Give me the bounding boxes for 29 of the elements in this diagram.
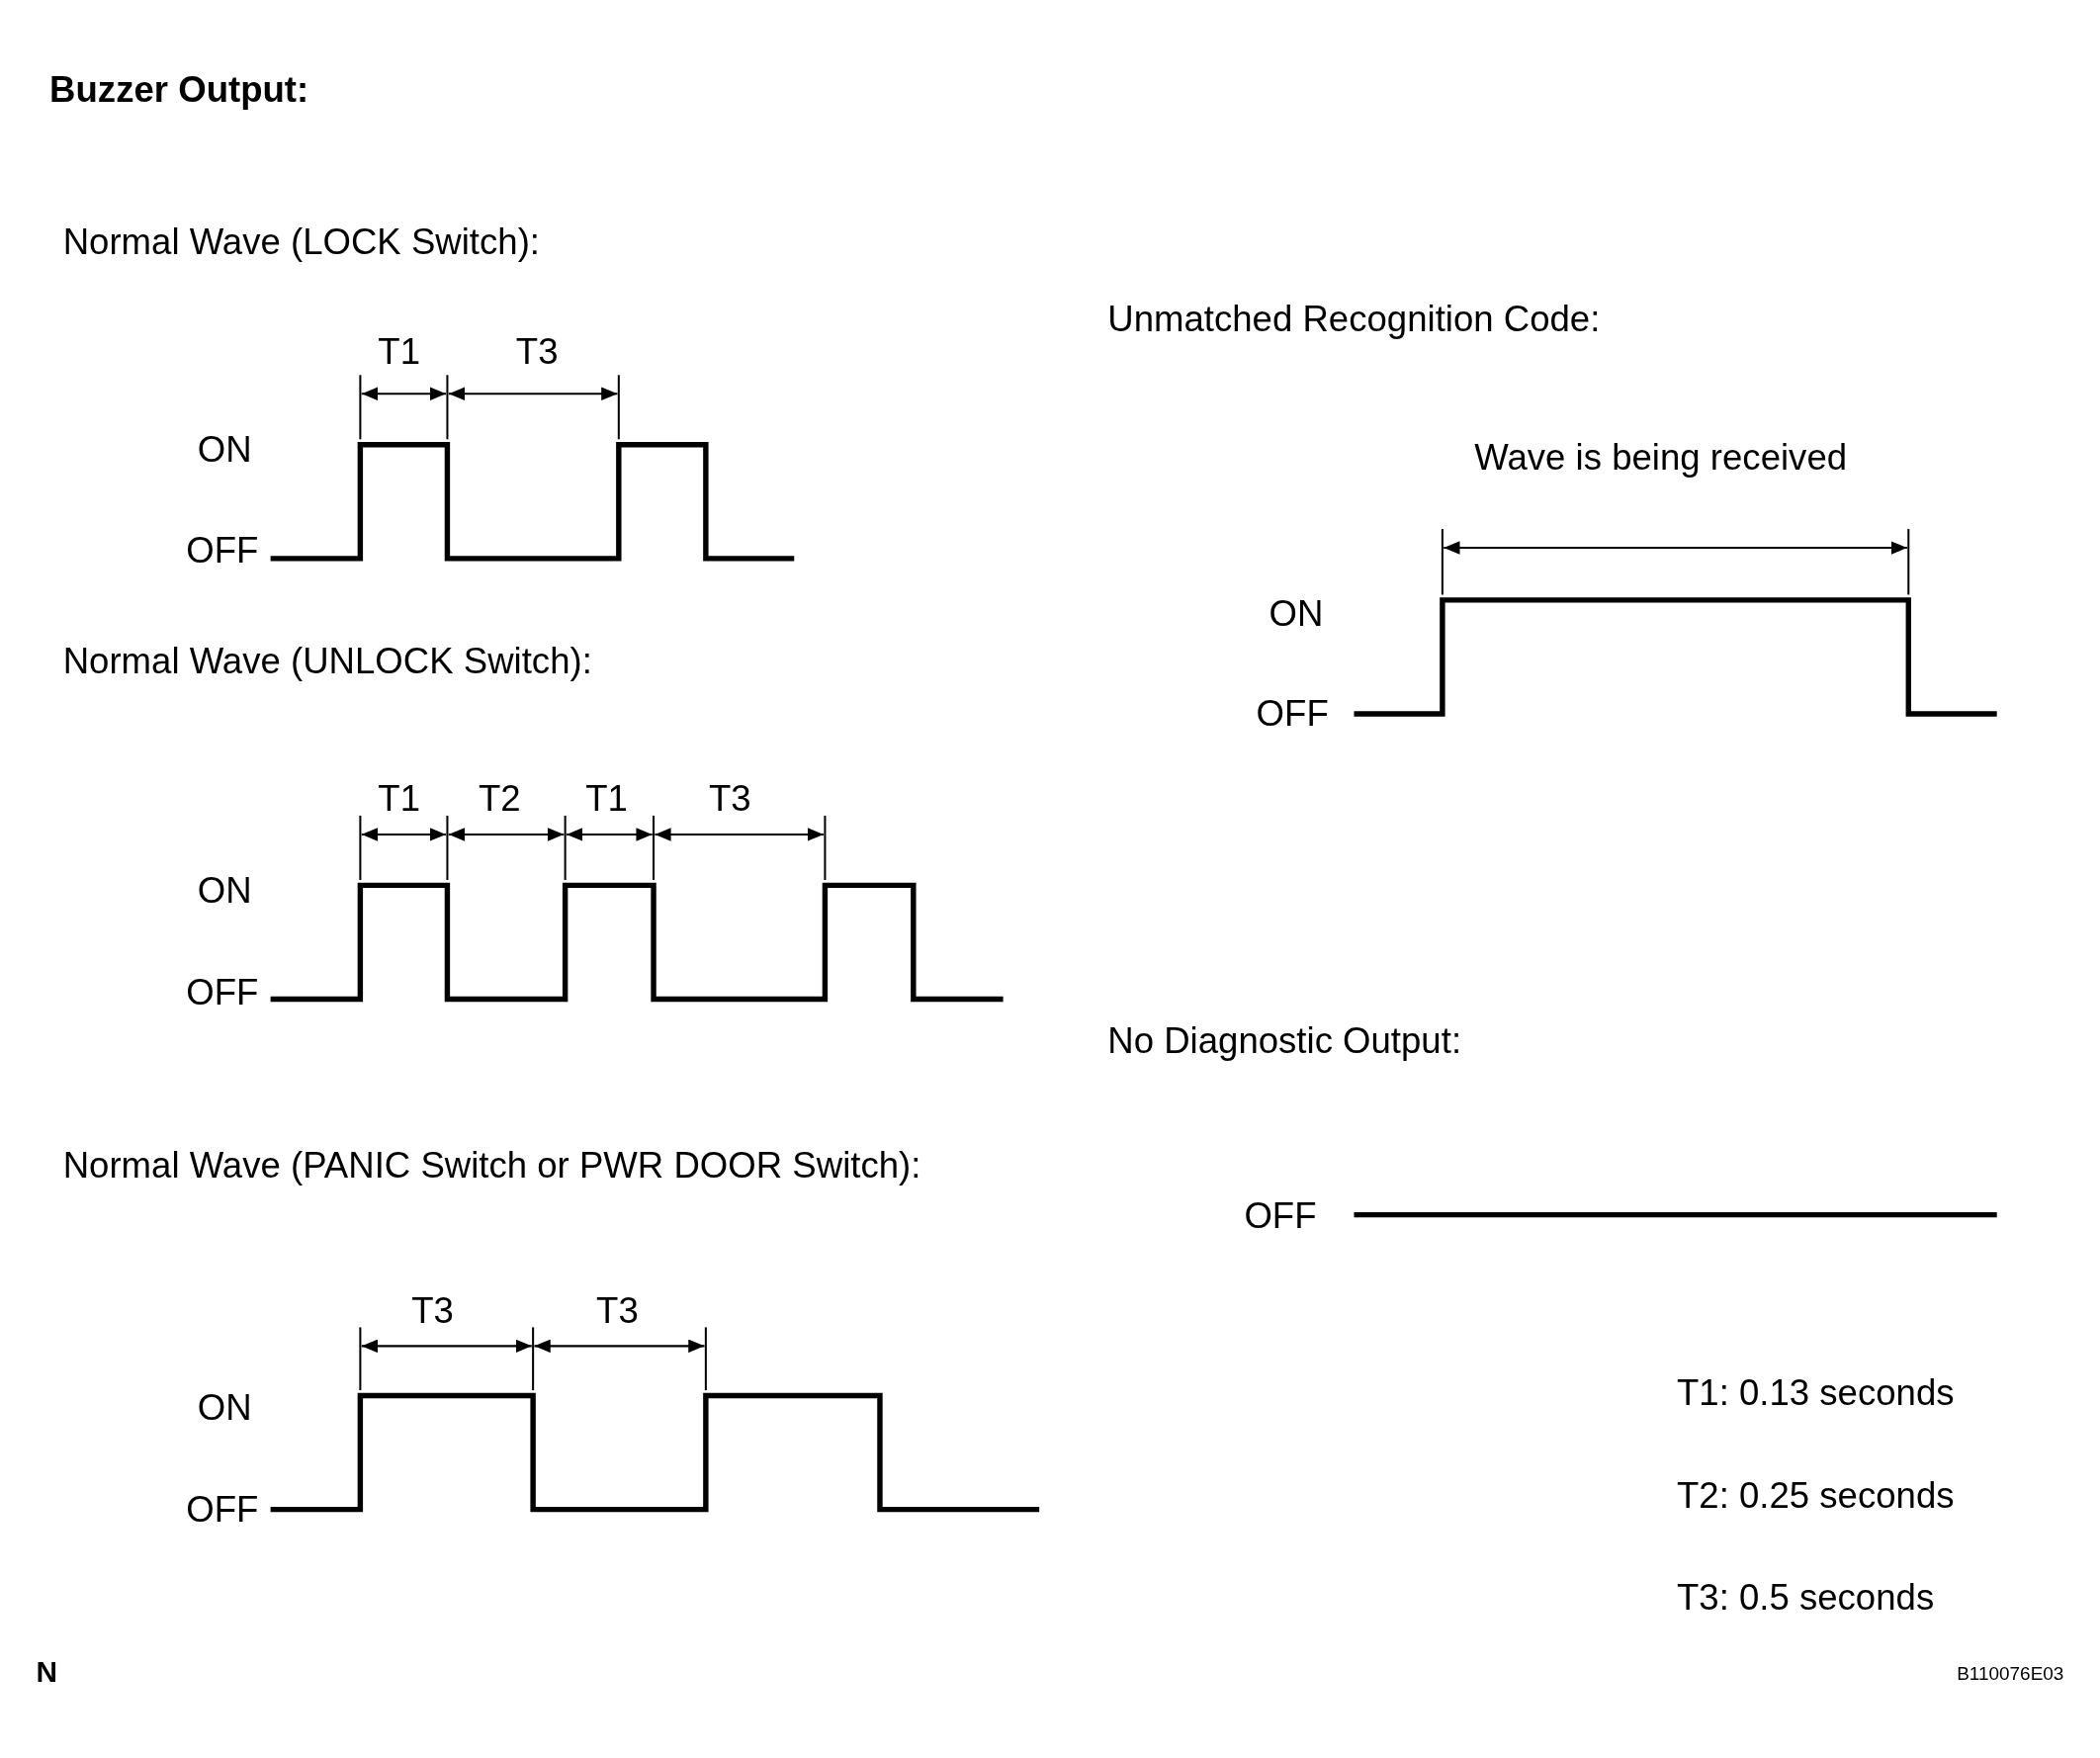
level-label: ON (197, 429, 252, 471)
time-label: T3 (515, 331, 559, 373)
level-label: ON (197, 1387, 252, 1428)
corner-mark: N (36, 1654, 58, 1692)
level-label: OFF (1256, 693, 1329, 735)
time-label: T1 (378, 331, 420, 373)
time-definition: T1: 0.13 seconds (1676, 1372, 1955, 1414)
time-definition: T2: 0.25 seconds (1676, 1475, 1955, 1517)
dimension-label: Wave is being received (1474, 437, 1848, 479)
time-label: T1 (585, 778, 628, 819)
time-label: T1 (378, 778, 420, 819)
time-definition: T3: 0.5 seconds (1676, 1577, 1935, 1619)
time-label: T3 (596, 1290, 639, 1332)
time-label: T2 (478, 778, 521, 819)
level-label: OFF (186, 530, 259, 571)
section-heading: Normal Wave (PANIC Switch or PWR DOOR Switch): (62, 1145, 921, 1186)
time-label: T3 (708, 778, 751, 819)
section-heading: Unmatched Recognition Code: (1107, 299, 1601, 339)
section-heading: No Diagnostic Output: (1107, 1020, 1462, 1061)
level-label: OFF (186, 1489, 259, 1530)
figure-code: B110076E03 (1957, 1661, 2064, 1686)
section-heading: Normal Wave (UNLOCK Switch): (62, 641, 592, 682)
level-label: ON (1269, 593, 1324, 634)
level-label: ON (197, 870, 252, 912)
level-label: OFF (186, 972, 259, 1013)
diagram-title: Buzzer Output: (49, 69, 309, 111)
level-label: OFF (1244, 1195, 1317, 1237)
section-heading: Normal Wave (LOCK Switch): (62, 221, 540, 263)
time-label: T3 (411, 1290, 454, 1332)
